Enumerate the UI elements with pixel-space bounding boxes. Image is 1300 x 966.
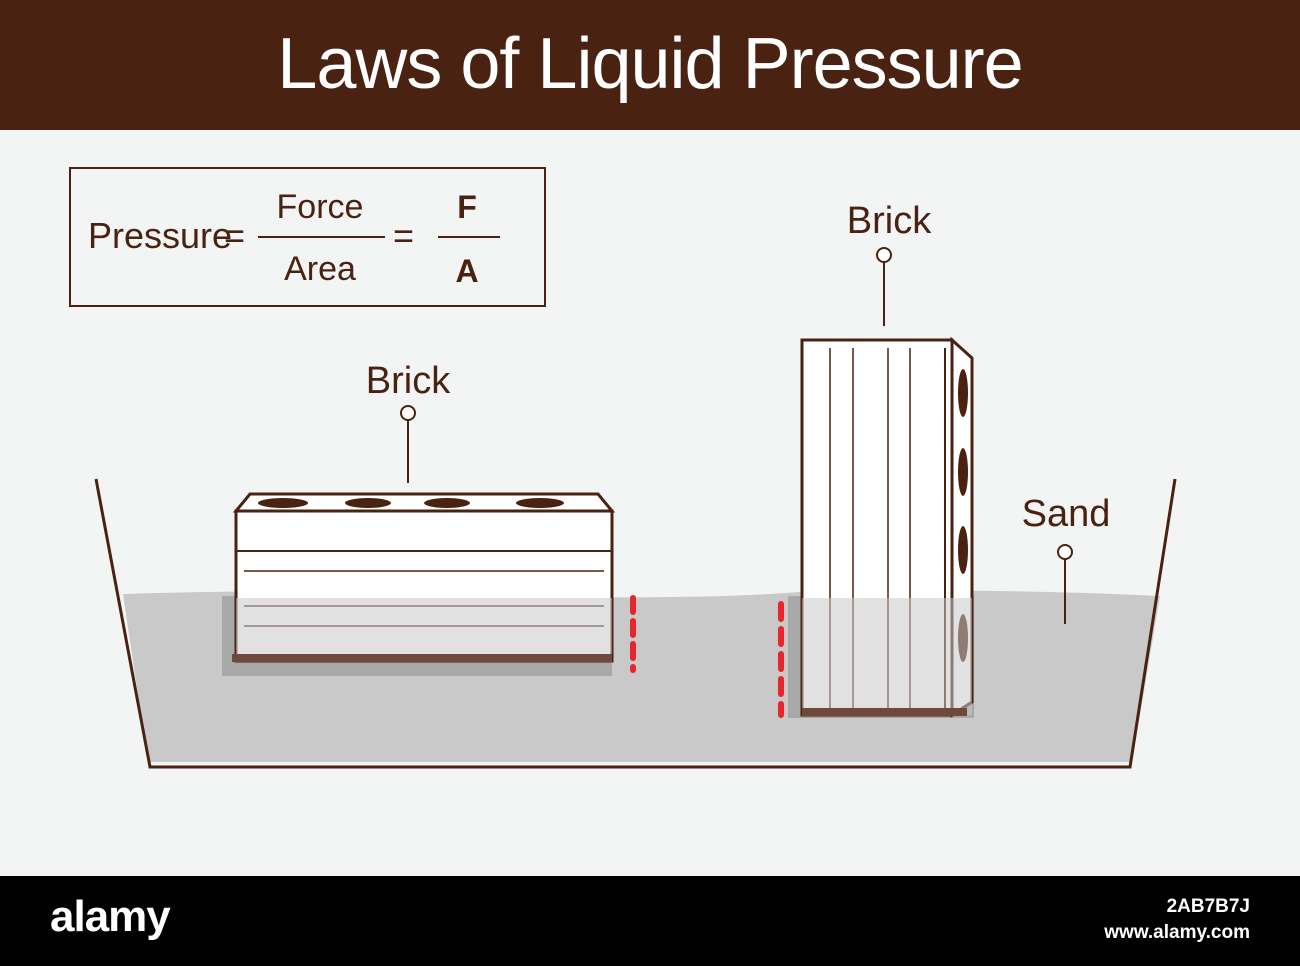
brick-horizontal-base: [232, 654, 612, 662]
title-bar: Laws of Liquid Pressure: [0, 0, 1300, 130]
page-title: Laws of Liquid Pressure: [277, 24, 1023, 104]
formula-numerator-word: Force: [277, 188, 364, 226]
label-brick-vertical-text: Brick: [847, 200, 932, 242]
brick-horizontal-buried-part: [236, 598, 612, 661]
brick-hole: [424, 498, 470, 508]
label-brick-horizontal-text: Brick: [366, 360, 451, 402]
footer-url: www.alamy.com: [1104, 922, 1250, 943]
label-pointer-dot: [1057, 544, 1073, 560]
label-pointer-dot: [876, 247, 892, 263]
sand-container: [94, 478, 1177, 769]
label-sand: Sand: [1022, 493, 1111, 624]
brick-vertical: [788, 336, 974, 718]
brick-hole: [958, 448, 968, 496]
brick-hole: [516, 498, 564, 508]
brick-hole: [258, 498, 308, 508]
formula-box: Pressure = Force Area = F A: [69, 167, 546, 307]
label-sand-text: Sand: [1022, 493, 1111, 535]
formula-frame: [69, 167, 546, 307]
label-brick-horizontal: Brick: [366, 360, 451, 483]
formula-lhs: Pressure: [88, 215, 232, 256]
label-brick-vertical: Brick: [847, 200, 932, 326]
formula-denominator-word: Area: [284, 250, 356, 288]
brick-hole: [958, 526, 968, 574]
footer-bar: alamy 2AB7B7J www.alamy.com: [0, 876, 1300, 966]
brick-hole: [345, 498, 391, 508]
formula-numerator-symbol: F: [457, 189, 477, 225]
brick-hole: [958, 369, 968, 417]
formula-denominator-symbol: A: [455, 253, 478, 289]
label-pointer-dot: [400, 405, 416, 421]
formula-equals-2: =: [393, 215, 414, 256]
footer-image-id: 2AB7B7J: [1166, 896, 1250, 917]
footer-brand: alamy: [50, 892, 171, 941]
brick-horizontal: [222, 492, 616, 676]
brick-vertical-base: [802, 708, 967, 716]
formula-equals-1: =: [224, 215, 245, 256]
brick-vertical-buried-part: [802, 598, 972, 715]
diagram-canvas: Pressure = Force Area = F A Brick: [69, 167, 1177, 769]
